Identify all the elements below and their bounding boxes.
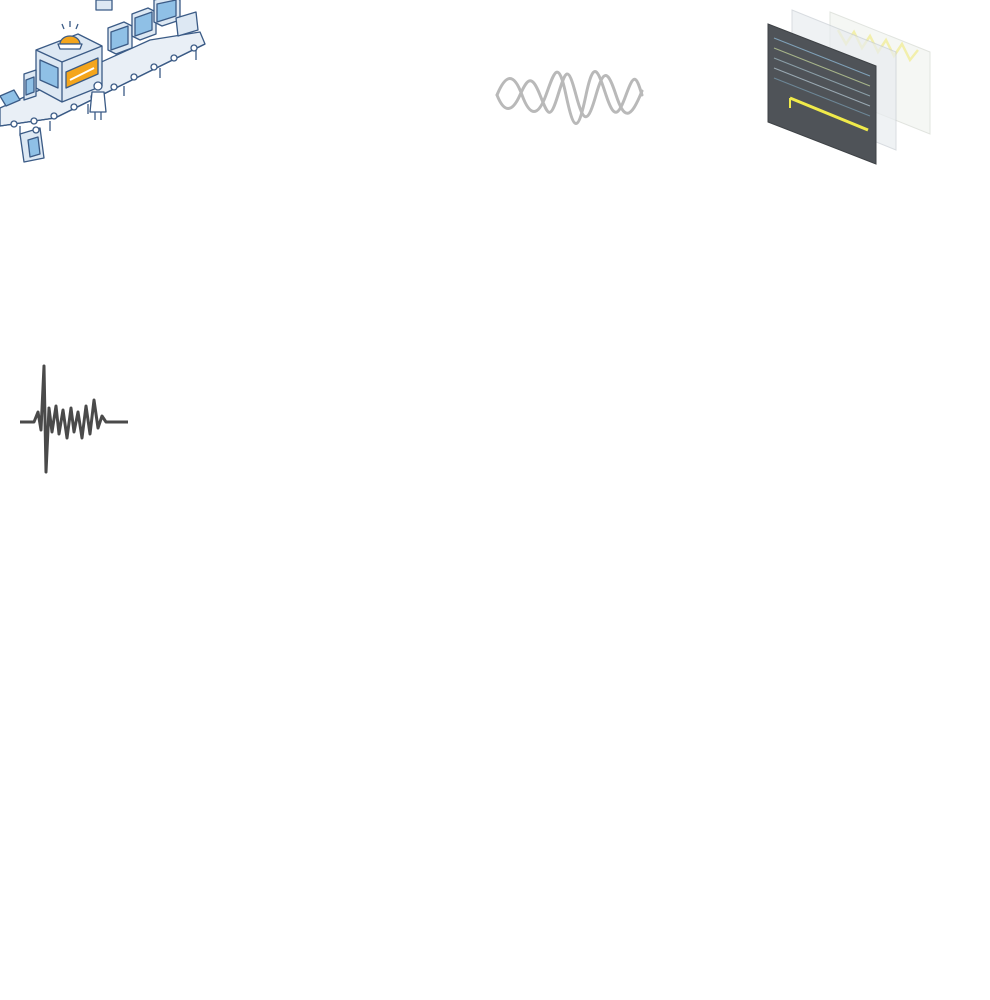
sine-wave-illustration <box>495 69 644 125</box>
factory-conveyor-illustration <box>0 0 206 163</box>
oscilloscope-screens-illustration <box>767 9 931 165</box>
seismic-pulse-illustration <box>20 364 128 474</box>
